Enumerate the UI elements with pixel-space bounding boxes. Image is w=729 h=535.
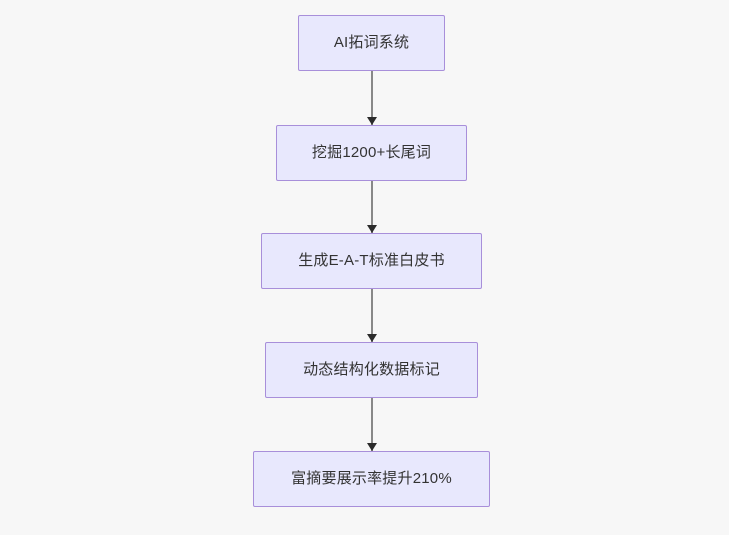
flow-node-label: AI拓词系统: [333, 34, 410, 51]
flow-node-label: 生成E-A-T标准白皮书: [298, 252, 445, 269]
flow-node-n1[interactable]: AI拓词系统: [298, 15, 445, 71]
arrow-head-icon: [367, 334, 377, 342]
flow-node-n4[interactable]: 动态结构化数据标记: [265, 342, 478, 398]
edge-line: [371, 398, 373, 451]
flow-node-label: 动态结构化数据标记: [303, 361, 440, 378]
edge-line: [371, 181, 373, 233]
flow-node-n5[interactable]: 富摘要展示率提升210%: [253, 451, 490, 507]
edge-line: [371, 71, 373, 125]
flow-node-label: 挖掘1200+长尾词: [311, 144, 432, 161]
edge-line: [371, 289, 373, 342]
flow-edge: [367, 289, 377, 342]
flow-edge: [367, 71, 377, 125]
flow-node-n2[interactable]: 挖掘1200+长尾词: [276, 125, 467, 181]
flow-edge: [367, 398, 377, 451]
flow-node-label: 富摘要展示率提升210%: [291, 470, 452, 487]
arrow-head-icon: [367, 117, 377, 125]
flow-node-n3[interactable]: 生成E-A-T标准白皮书: [261, 233, 482, 289]
arrow-head-icon: [367, 225, 377, 233]
arrow-head-icon: [367, 443, 377, 451]
flow-edge: [367, 181, 377, 233]
